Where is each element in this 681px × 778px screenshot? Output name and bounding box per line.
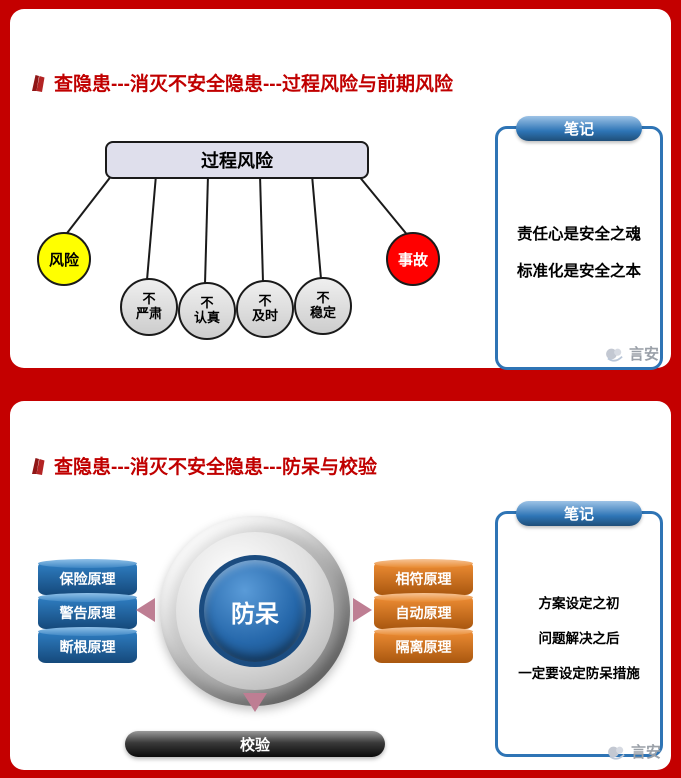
principle-cylinder: 自动原理 bbox=[374, 593, 473, 629]
arrow-down-icon bbox=[243, 693, 267, 712]
notes-panel: 笔记 责任心是安全之魂 标准化是安全之本 bbox=[495, 116, 663, 370]
watermark: 言安 bbox=[604, 343, 659, 364]
poka-yoke-sphere: 防呆 bbox=[160, 516, 350, 706]
slide1-title-row: 查隐患---消灭不安全隐患---过程风险与前期风险 bbox=[30, 69, 453, 96]
principle-cylinder: 保险原理 bbox=[38, 559, 137, 595]
principle-cylinder: 相符原理 bbox=[374, 559, 473, 595]
slide2-title-row: 查隐患---消灭不安全隐患---防呆与校验 bbox=[30, 452, 377, 479]
note-line: 责任心是安全之魂 bbox=[516, 225, 641, 243]
cause-node-4-top: 不 bbox=[316, 290, 330, 306]
note-line: 方案设定之初 bbox=[538, 596, 620, 611]
cause-node-1: 不 严肃 bbox=[120, 278, 178, 336]
principle-label: 相符原理 bbox=[395, 571, 452, 587]
verification-pill: 校验 bbox=[125, 731, 385, 757]
notes-panel: 笔记 方案设定之初 问题解决之后 一定要设定防呆措施 bbox=[495, 501, 663, 757]
cause-node-1-top: 不 bbox=[142, 291, 156, 307]
arrow-right-icon bbox=[353, 598, 372, 622]
principle-label: 警告原理 bbox=[59, 605, 116, 621]
watermark-icon bbox=[608, 746, 625, 760]
principle-cylinder: 警告原理 bbox=[38, 593, 137, 629]
principle-label: 自动原理 bbox=[395, 605, 452, 621]
cause-node-2: 不 认真 bbox=[178, 282, 236, 340]
principle-cylinder: 隔离原理 bbox=[374, 627, 473, 663]
cause-node-2-bottom: 认真 bbox=[193, 310, 220, 325]
accident-node: 事故 bbox=[386, 232, 440, 286]
risk-node: 风险 bbox=[37, 232, 91, 286]
notes-body: 责任心是安全之魂 标准化是安全之本 bbox=[498, 129, 660, 367]
right-principles-stack: 相符原理 自动原理 隔离原理 bbox=[374, 559, 473, 663]
arrow-left-icon bbox=[136, 598, 155, 622]
bookmark-icon bbox=[32, 74, 45, 92]
watermark: 言安 bbox=[606, 741, 661, 762]
cause-node-1-bottom: 严肃 bbox=[135, 306, 162, 321]
bookmark-icon bbox=[32, 457, 45, 475]
cause-node-3-bottom: 及时 bbox=[251, 308, 278, 323]
principle-label: 断根原理 bbox=[59, 639, 116, 655]
process-risk-box: 过程风险 bbox=[105, 141, 369, 179]
watermark-icon bbox=[606, 348, 623, 362]
note-line: 一定要设定防呆措施 bbox=[518, 666, 640, 681]
notes-header: 笔记 bbox=[516, 116, 642, 141]
cause-node-4-bottom: 稳定 bbox=[309, 305, 336, 320]
notes-header: 笔记 bbox=[516, 501, 642, 526]
note-line: 问题解决之后 bbox=[538, 631, 620, 646]
slide1-title: 查隐患---消灭不安全隐患---过程风险与前期风险 bbox=[54, 74, 453, 95]
slide2-title: 查隐患---消灭不安全隐患---防呆与校验 bbox=[54, 457, 377, 478]
principle-cylinder: 断根原理 bbox=[38, 627, 137, 663]
note-line: 标准化是安全之本 bbox=[516, 262, 641, 280]
watermark-text: 言安 bbox=[630, 744, 661, 761]
watermark-text: 言安 bbox=[628, 346, 659, 363]
cause-node-2-top: 不 bbox=[200, 295, 214, 311]
notes-body: 方案设定之初 问题解决之后 一定要设定防呆措施 bbox=[498, 514, 660, 754]
cause-node-3-top: 不 bbox=[258, 293, 272, 309]
principle-label: 隔离原理 bbox=[395, 639, 452, 655]
left-principles-stack: 保险原理 警告原理 断根原理 bbox=[38, 559, 137, 663]
principle-label: 保险原理 bbox=[59, 571, 116, 587]
cause-node-4: 不 稳定 bbox=[294, 277, 352, 335]
poka-yoke-core: 防呆 bbox=[199, 555, 311, 667]
slide-poka-yoke: 查隐患---消灭不安全隐患---防呆与校验 防呆 保险原理 警告原理 断根原理 … bbox=[10, 401, 671, 770]
cause-node-3: 不 及时 bbox=[236, 280, 294, 338]
slide-process-risk: 查隐患---消灭不安全隐患---过程风险与前期风险 过程风险 风险 不 严肃 不… bbox=[10, 9, 671, 370]
